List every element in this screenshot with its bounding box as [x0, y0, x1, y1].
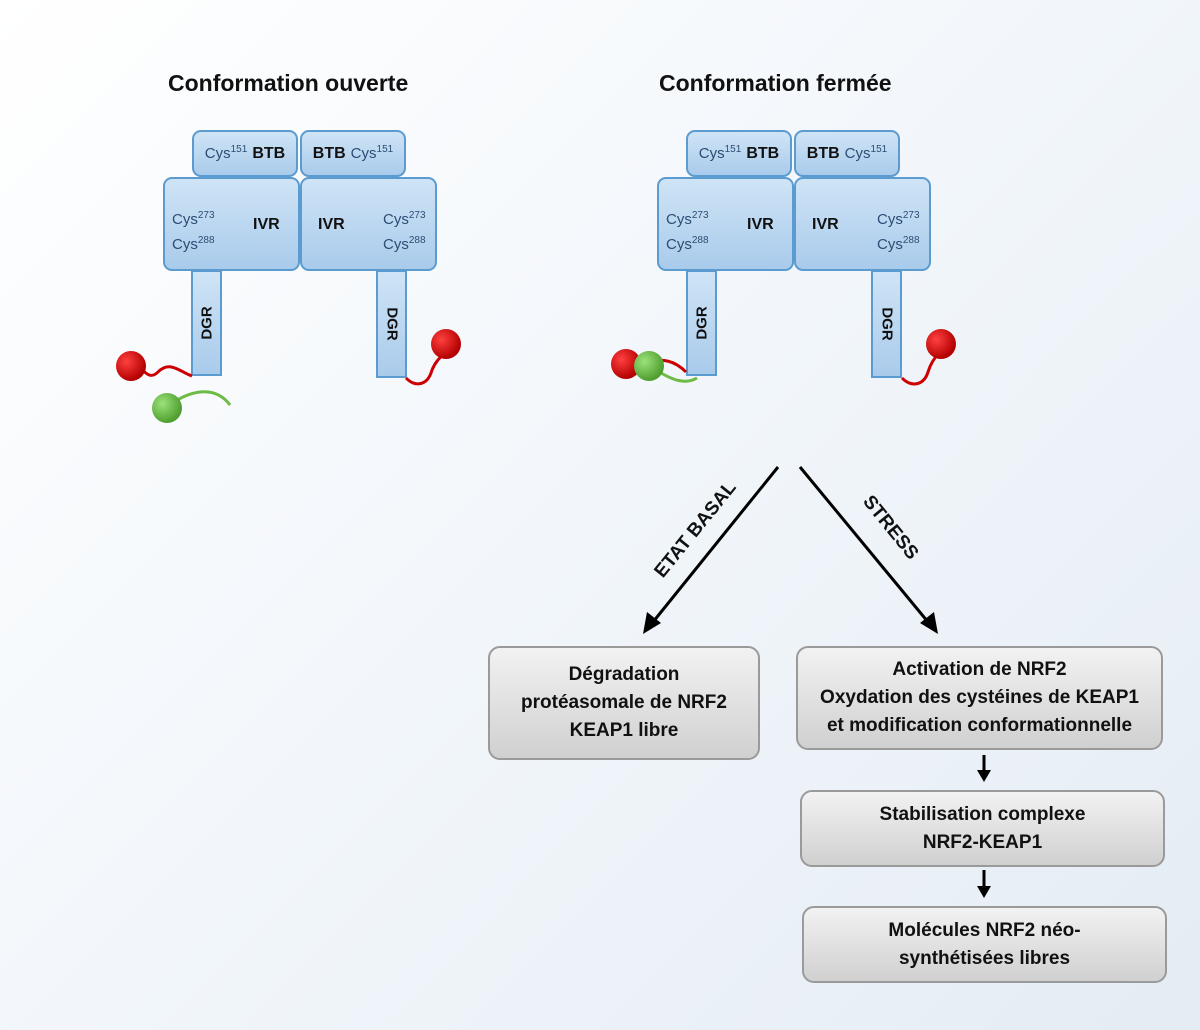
- box-stabilisation: Stabilisation complexe NRF2-KEAP1: [800, 790, 1165, 867]
- ivr-label: IVR: [318, 216, 345, 233]
- cys288-label: Cys288: [877, 235, 920, 254]
- cys288-label: Cys288: [666, 235, 709, 254]
- title-closed-conformation: Conformation fermée: [659, 70, 892, 96]
- ivr-domain-right: IVR Cys273 Cys288: [794, 177, 931, 271]
- ivr-domain-left: Cys273 Cys288 IVR: [657, 177, 794, 271]
- nrf2-green-molecule-free: [152, 390, 232, 423]
- box-activation-line: et modification conformationnelle: [826, 715, 1133, 736]
- box-degradation-line: KEAP1 libre: [569, 720, 679, 741]
- cys273-label: Cys273: [172, 210, 215, 229]
- nrf2-red-molecule-open-right: [404, 329, 461, 386]
- nrf2-red-molecule-closed-right: [900, 329, 956, 386]
- arrow-down-1: [977, 755, 991, 782]
- btb-domain-left: Cys151 BTB: [192, 130, 298, 177]
- cys273-label: Cys273: [666, 210, 709, 229]
- box-molecules-line: Molécules NRF2 néo-: [888, 919, 1081, 941]
- cys288-label: Cys288: [172, 235, 215, 254]
- dgr-domain-left: DGR: [686, 270, 717, 376]
- arrow-basal-state: [643, 466, 780, 634]
- box-activation-line: Activation de NRF2: [892, 659, 1067, 680]
- ivr-label: IVR: [253, 216, 280, 233]
- btb-domain-left: Cys151 BTB: [686, 130, 792, 177]
- cys151-label: Cys151: [844, 144, 888, 163]
- cys273-label: Cys273: [383, 210, 426, 229]
- ivr-domain-left: Cys273 Cys288 IVR: [163, 177, 300, 271]
- box-molecules: Molécules NRF2 néo- synthétisées libres: [802, 906, 1167, 983]
- btb-label: BTB: [252, 144, 286, 162]
- btb-domain-right: BTB Cys151: [794, 130, 900, 177]
- cys151-label: Cys151: [350, 144, 394, 163]
- btb-label: BTB: [746, 144, 780, 162]
- cys273-label: Cys273: [877, 210, 920, 229]
- box-stabilisation-line: Stabilisation complexe: [879, 803, 1086, 825]
- arrow-down-2: [977, 870, 991, 898]
- btb-label: BTB: [312, 144, 346, 162]
- ivr-domain-right: IVR Cys273 Cys288: [300, 177, 437, 271]
- dgr-domain-right: DGR: [871, 270, 902, 378]
- box-activation: Activation de NRF2 Oxydation des cystéin…: [796, 646, 1163, 750]
- box-degradation-line: Dégradation: [568, 664, 680, 685]
- box-activation-line: Oxydation des cystéines de KEAP1: [820, 687, 1139, 708]
- cys151-label: Cys151: [698, 144, 742, 163]
- box-degradation-line: protéasomale de NRF2: [521, 692, 727, 713]
- ivr-label: IVR: [812, 216, 839, 233]
- arrow-stress: [798, 466, 938, 634]
- title-open-conformation: Conformation ouverte: [168, 70, 409, 96]
- box-stabilisation-line: NRF2-KEAP1: [922, 831, 1043, 853]
- btb-label: BTB: [806, 144, 840, 162]
- dgr-domain-left: DGR: [191, 270, 222, 376]
- ivr-label: IVR: [747, 216, 774, 233]
- dgr-domain-right: DGR: [376, 270, 407, 378]
- nrf2-bound-pair-closed-left: [611, 349, 698, 383]
- nrf2-red-molecule-open-left: [116, 351, 193, 381]
- cys151-label: Cys151: [204, 144, 248, 163]
- box-molecules-line: synthétisées libres: [898, 947, 1071, 969]
- cys288-label: Cys288: [383, 235, 426, 254]
- box-degradation: Dégradation protéasomale de NRF2 KEAP1 l…: [488, 646, 760, 760]
- btb-domain-right: BTB Cys151: [300, 130, 406, 177]
